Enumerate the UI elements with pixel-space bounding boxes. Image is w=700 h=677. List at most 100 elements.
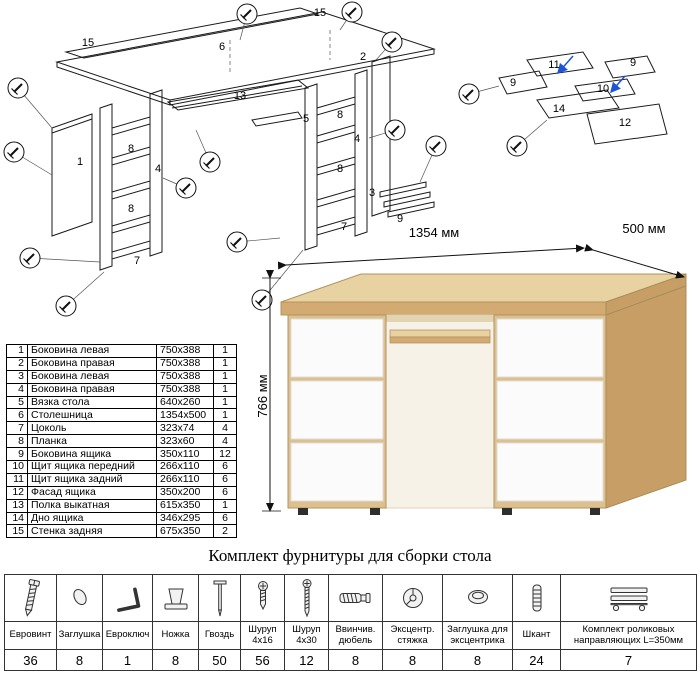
part-number-label: 13: [234, 90, 246, 102]
keyboard-shelf: [389, 329, 491, 338]
drawer-front: [290, 442, 384, 502]
hardware-item-qty: 56: [240, 649, 285, 671]
desk-foot: [298, 508, 308, 515]
part-size: 750x388: [156, 344, 214, 358]
part-number-label: 7: [134, 255, 140, 267]
part-number-label: 15: [82, 37, 94, 49]
hardware-item-name: Евроключ: [102, 621, 153, 650]
hardware-item-name: Шуруп 4x16: [240, 621, 285, 650]
hardware-item-qty: 8: [56, 649, 103, 671]
part-size: 675x350: [156, 524, 214, 539]
part-qty: 4: [213, 421, 237, 436]
screw-callout-icon: [55, 295, 77, 317]
hardware-item-qty: 24: [512, 649, 561, 671]
hardware-icon-cell: [102, 574, 153, 622]
screw-long-icon: [302, 579, 311, 618]
part-name: Щит ящика задний: [27, 472, 157, 487]
part-number-label: 4: [155, 163, 161, 175]
hardware-item-name: Гвоздь: [198, 621, 241, 650]
part-number: 12: [6, 485, 28, 500]
callout-leader-line: [29, 257, 101, 263]
depth-dimension-label: 500 мм: [622, 221, 665, 236]
hardware-item-qty: 36: [4, 649, 57, 671]
part-qty: 1: [213, 498, 237, 513]
part-name: Боковина левая: [27, 344, 157, 358]
part-size: 350x200: [156, 485, 214, 500]
screw-callout-icon: [381, 31, 403, 53]
hardware-item-name: Заглушка: [56, 621, 103, 650]
part-number: 2: [6, 356, 28, 371]
part-name: Боковина левая: [27, 369, 157, 384]
part-name: Столешница: [27, 408, 157, 423]
screw-callout-icon: [199, 151, 221, 173]
part-number-label: 3: [369, 187, 375, 199]
desk-foot: [502, 508, 512, 515]
hardware-item-qty: 8: [382, 649, 443, 671]
part-number-label: 1: [77, 156, 83, 168]
screw-callout-icon: [226, 231, 248, 253]
desk-product-image: 1354 мм 500 мм 766 мм: [256, 221, 687, 515]
hardware-kit-title: Комплект фурнитуры для сборки стола: [208, 546, 492, 565]
hardware-item-name: Эксцентр. стяжка: [382, 621, 443, 650]
part-number: 10: [6, 460, 28, 474]
assembly-direction-arrows: [557, 55, 626, 94]
part-size: 346x295: [156, 511, 214, 526]
part-size: 266x110: [156, 460, 214, 474]
desk-knee-space: [385, 314, 495, 509]
screw-callout-icon: [175, 177, 197, 199]
drawer-front: [496, 318, 604, 378]
drawer-front: [496, 380, 604, 440]
part-number: 11: [6, 472, 28, 487]
hardware-icon-cell: [328, 574, 383, 622]
part-number: 6: [6, 408, 28, 423]
assembly-guide-lines: [229, 30, 331, 75]
width-dimension-arrow: [277, 244, 585, 270]
desk-body: [280, 273, 687, 515]
hardware-icon-cell: [56, 574, 103, 622]
part-qty: 6: [213, 485, 237, 500]
leg-foot-icon: [164, 588, 187, 610]
part-number-label: 8: [128, 143, 134, 155]
screw-short-icon: [257, 581, 268, 611]
screw-callout-icon: [7, 77, 29, 99]
part-number: 14: [6, 511, 28, 526]
hardware-item-name: Евровинт: [4, 621, 57, 650]
screw-callout-icon: [425, 135, 447, 157]
part-number-label: 11: [548, 59, 559, 71]
hardware-icon-cell: [152, 574, 199, 622]
hardware-icon-cell: [284, 574, 329, 622]
part-qty: 6: [213, 472, 237, 487]
width-dimension-label: 1354 мм: [409, 225, 459, 240]
part-number-label: 12: [619, 117, 631, 129]
screw-callout-icon: [341, 1, 363, 23]
part-name: Дно ящика: [27, 511, 157, 526]
screw-callout-icon: [19, 247, 41, 269]
desk-right-side-panel: [605, 285, 687, 509]
part-number: 3: [6, 369, 28, 384]
part-qty: 1: [213, 344, 237, 358]
part-size: 640x260: [156, 395, 214, 410]
drawer-slides-icon: [610, 587, 647, 612]
hardware-icon-cell: [560, 574, 697, 622]
part-number-label: 10: [597, 83, 609, 95]
part-number-label: 8: [128, 203, 134, 215]
part-number-label: 8: [337, 163, 343, 175]
screw-callout-icon: [236, 3, 258, 25]
exploded-parts-outlines: [51, 7, 436, 271]
part-qty: 1: [213, 356, 237, 371]
part-number: 5: [6, 395, 28, 410]
